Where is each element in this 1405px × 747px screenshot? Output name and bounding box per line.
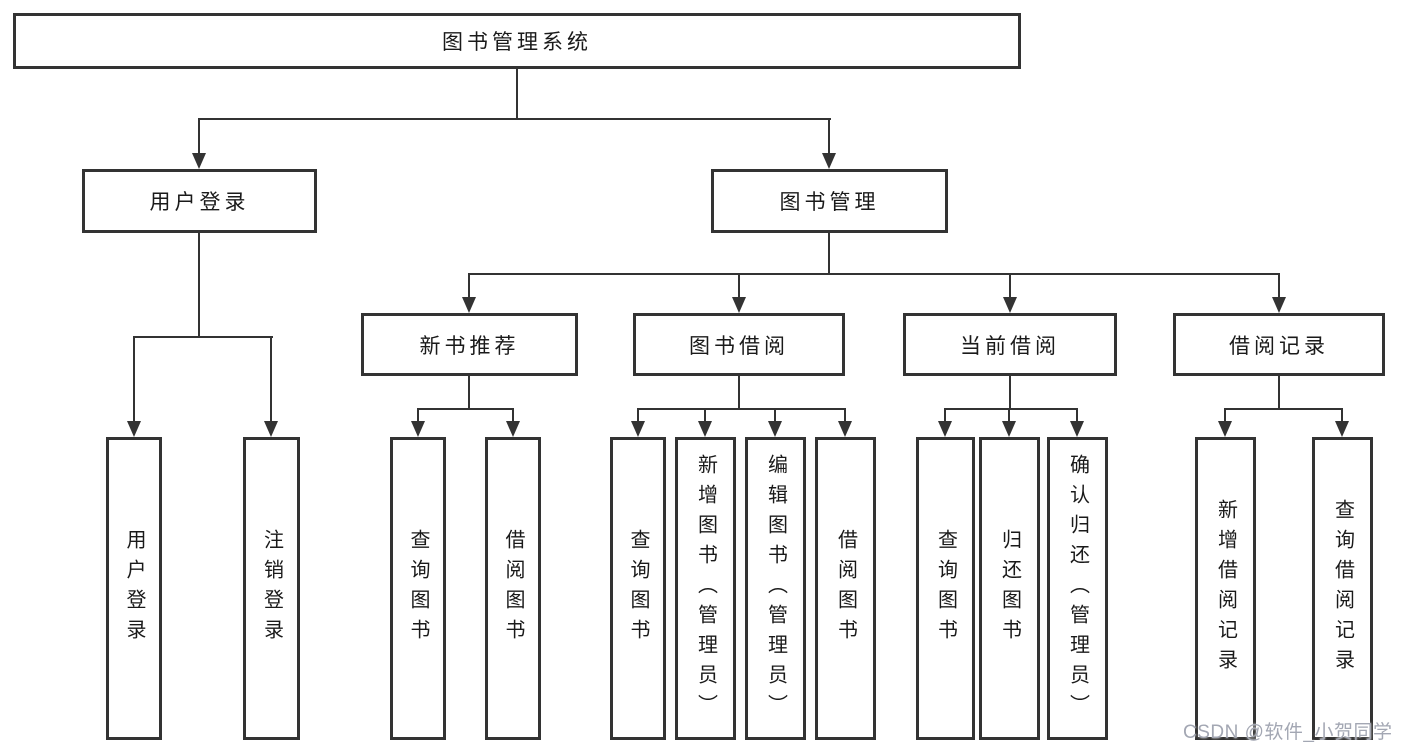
leaf-edit-book-admin: 编辑图书（管理员） (745, 437, 806, 740)
leaf-logout: 注销登录 (243, 437, 300, 740)
connector-book-management-bus (468, 273, 1280, 275)
node-borrow-record: 借阅记录 (1173, 313, 1385, 376)
arrowhead-borrow-book-1-icon (506, 421, 520, 437)
arrowhead-query-book-1-icon (411, 421, 425, 437)
arrowhead-leaf-logout-icon (264, 421, 278, 437)
arrowhead-new-book-recommend-icon (462, 297, 476, 313)
connector-drop-edit-book (774, 408, 776, 422)
leaf-add-borrow-record: 新增借阅记录 (1195, 437, 1256, 740)
arrowhead-query-book-3-icon (938, 421, 952, 437)
connector-drop-borrow-book-1 (512, 408, 514, 422)
arrowhead-add-book-icon (698, 421, 712, 437)
connector-drop-query-book-1 (417, 408, 419, 422)
arrowhead-query-borrow-record-icon (1335, 421, 1349, 437)
connector-current-borrow-bus (944, 408, 1078, 410)
node-new-book-recommend: 新书推荐 (361, 313, 578, 376)
connector-drop-new-book-recommend (468, 273, 470, 298)
watermark-text: CSDN @软件_小贺同学 (1183, 722, 1393, 743)
connector-drop-book-management (828, 118, 830, 154)
connector-drop-query-borrow-record (1341, 408, 1343, 422)
connector-book-management-stem (828, 233, 830, 274)
connector-drop-query-book-2 (637, 408, 639, 422)
arrowhead-edit-book-icon (768, 421, 782, 437)
leaf-confirm-return-admin: 确认归还（管理员） (1047, 437, 1108, 740)
connector-drop-leaf-user-login (133, 336, 135, 422)
node-book-borrow: 图书借阅 (633, 313, 845, 376)
connector-book-borrow-bus (637, 408, 846, 410)
connector-book-borrow-stem (738, 376, 740, 409)
connector-drop-return-book (1008, 408, 1010, 422)
connector-drop-book-borrow (738, 273, 740, 298)
leaf-user-login: 用户登录 (106, 437, 162, 740)
arrowhead-borrow-book-2-icon (838, 421, 852, 437)
node-library-management-system: 图书管理系统 (13, 13, 1021, 69)
connector-drop-borrow-book-2 (844, 408, 846, 422)
connector-user-login-stem (198, 233, 200, 337)
leaf-query-borrow-record: 查询借阅记录 (1312, 437, 1373, 740)
leaf-borrow-book-2: 借阅图书 (815, 437, 876, 740)
leaf-query-book-3: 查询图书 (916, 437, 975, 740)
connector-drop-leaf-logout (270, 336, 272, 422)
arrowhead-query-book-2-icon (631, 421, 645, 437)
connector-user-login-bus (133, 336, 273, 338)
leaf-return-book: 归还图书 (979, 437, 1040, 740)
arrowhead-book-borrow-icon (732, 297, 746, 313)
connector-drop-add-borrow-record (1224, 408, 1226, 422)
leaf-borrow-book-1: 借阅图书 (485, 437, 541, 740)
arrowhead-book-management-icon (822, 153, 836, 169)
arrowhead-add-borrow-record-icon (1218, 421, 1232, 437)
node-book-management: 图书管理 (711, 169, 948, 233)
connector-drop-add-book (704, 408, 706, 422)
node-current-borrow: 当前借阅 (903, 313, 1117, 376)
arrowhead-current-borrow-icon (1003, 297, 1017, 313)
leaf-add-book-admin: 新增图书（管理员） (675, 437, 736, 740)
connector-new-book-recommend-bus (417, 408, 514, 410)
arrowhead-borrow-record-icon (1272, 297, 1286, 313)
connector-root-stem (516, 69, 518, 119)
leaf-query-book-2: 查询图书 (610, 437, 666, 740)
connector-drop-user-login (198, 118, 200, 154)
arrowhead-leaf-user-login-icon (127, 421, 141, 437)
arrowhead-return-book-icon (1002, 421, 1016, 437)
connector-drop-current-borrow (1009, 273, 1011, 298)
connector-drop-query-book-3 (944, 408, 946, 422)
leaf-query-book-1: 查询图书 (390, 437, 446, 740)
connector-drop-borrow-record (1278, 273, 1280, 298)
connector-new-book-recommend-stem (468, 376, 470, 409)
arrowhead-user-login-icon (192, 153, 206, 169)
connector-current-borrow-stem (1009, 376, 1011, 409)
connector-root-bus (198, 118, 831, 120)
connector-borrow-record-bus (1224, 408, 1343, 410)
connector-borrow-record-stem (1278, 376, 1280, 409)
connector-drop-confirm-return (1076, 408, 1078, 422)
node-user-login: 用户登录 (82, 169, 317, 233)
arrowhead-confirm-return-icon (1070, 421, 1084, 437)
